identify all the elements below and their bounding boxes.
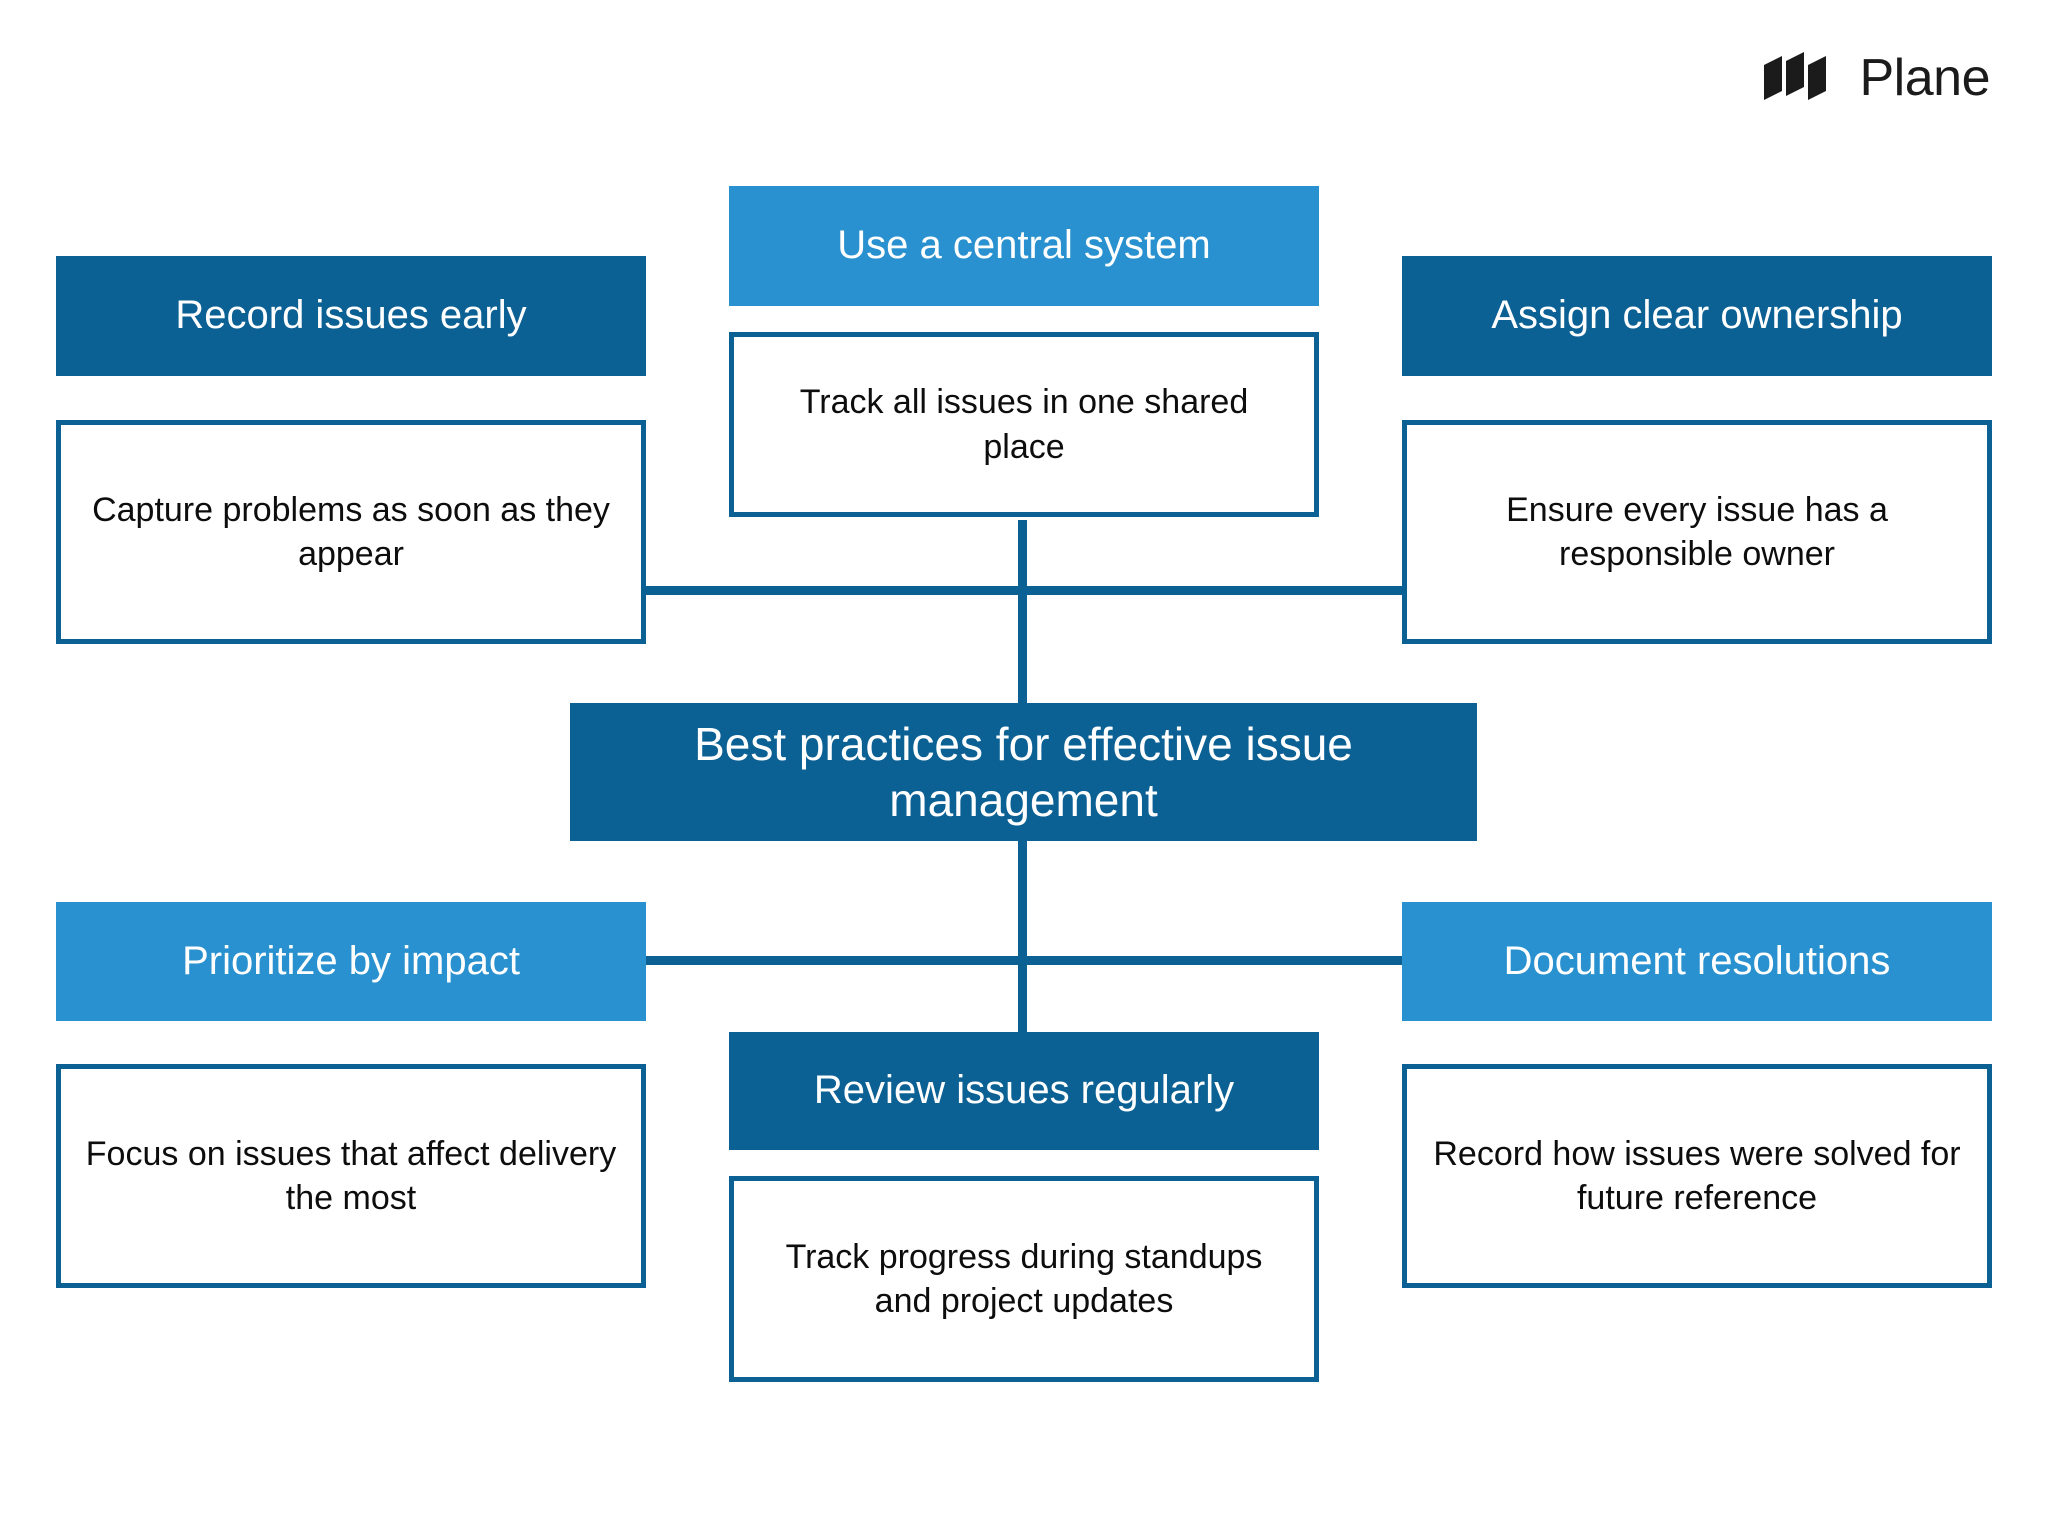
connector-lower-vertical — [1018, 840, 1027, 1035]
node-body-record-issues-early: Capture problems as soon as they appear — [56, 420, 646, 644]
brand-logo: Plane — [1762, 49, 1991, 107]
node-body-label: Focus on issues that affect delivery the… — [85, 1134, 617, 1217]
node-header-label: Document resolutions — [1503, 938, 1891, 983]
node-body-use-a-central-system: Track all issues in one shared place — [729, 332, 1319, 517]
node-header-document-resolutions: Document resolutions — [1402, 902, 1992, 1021]
node-assign-clear-ownership[interactable]: Assign clear ownership Ensure every issu… — [1402, 256, 1992, 644]
node-header-assign-clear-ownership: Assign clear ownership — [1402, 256, 1992, 376]
plane-logo-icon — [1763, 52, 1826, 100]
node-header-prioritize-by-impact: Prioritize by impact — [56, 902, 646, 1021]
node-body-document-resolutions: Record how issues were solved for future… — [1402, 1064, 1992, 1288]
node-header-review-issues-regularly: Review issues regularly — [729, 1032, 1319, 1150]
node-header-record-issues-early: Record issues early — [56, 256, 646, 376]
node-header-use-a-central-system: Use a central system — [729, 186, 1319, 306]
node-body-review-issues-regularly: Track progress during standups and proje… — [729, 1176, 1319, 1382]
node-body-label: Record how issues were solved for future… — [1433, 1134, 1961, 1217]
center-title-label: Best practices for effective issue manag… — [694, 717, 1353, 826]
brand-wordmark: Plane — [1859, 49, 1991, 107]
center-title-box[interactable]: Best practices for effective issue manag… — [570, 703, 1477, 841]
connector-upper-vertical — [1018, 520, 1027, 705]
node-header-label: Record issues early — [175, 293, 527, 338]
node-body-prioritize-by-impact: Focus on issues that affect delivery the… — [56, 1064, 646, 1288]
node-header-label: Review issues regularly — [813, 1068, 1235, 1113]
node-document-resolutions[interactable]: Document resolutions Record how issues w… — [1402, 902, 1992, 1288]
node-record-issues-early[interactable]: Record issues early Capture problems as … — [56, 256, 646, 644]
node-header-label: Use a central system — [837, 223, 1211, 268]
node-header-label: Prioritize by impact — [182, 938, 520, 983]
node-body-label: Track all issues in one shared place — [799, 383, 1249, 466]
node-header-label: Assign clear ownership — [1491, 293, 1903, 338]
node-body-label: Ensure every issue has a responsible own… — [1506, 490, 1888, 573]
node-use-a-central-system[interactable]: Use a central system Track all issues in… — [729, 186, 1319, 517]
node-body-label: Track progress during standups and proje… — [785, 1237, 1263, 1320]
node-body-assign-clear-ownership: Ensure every issue has a responsible own… — [1402, 420, 1992, 644]
node-body-label: Capture problems as soon as they appear — [92, 490, 610, 573]
node-prioritize-by-impact[interactable]: Prioritize by impact Focus on issues tha… — [56, 902, 646, 1288]
node-review-issues-regularly[interactable]: Review issues regularly Track progress d… — [729, 1032, 1319, 1382]
